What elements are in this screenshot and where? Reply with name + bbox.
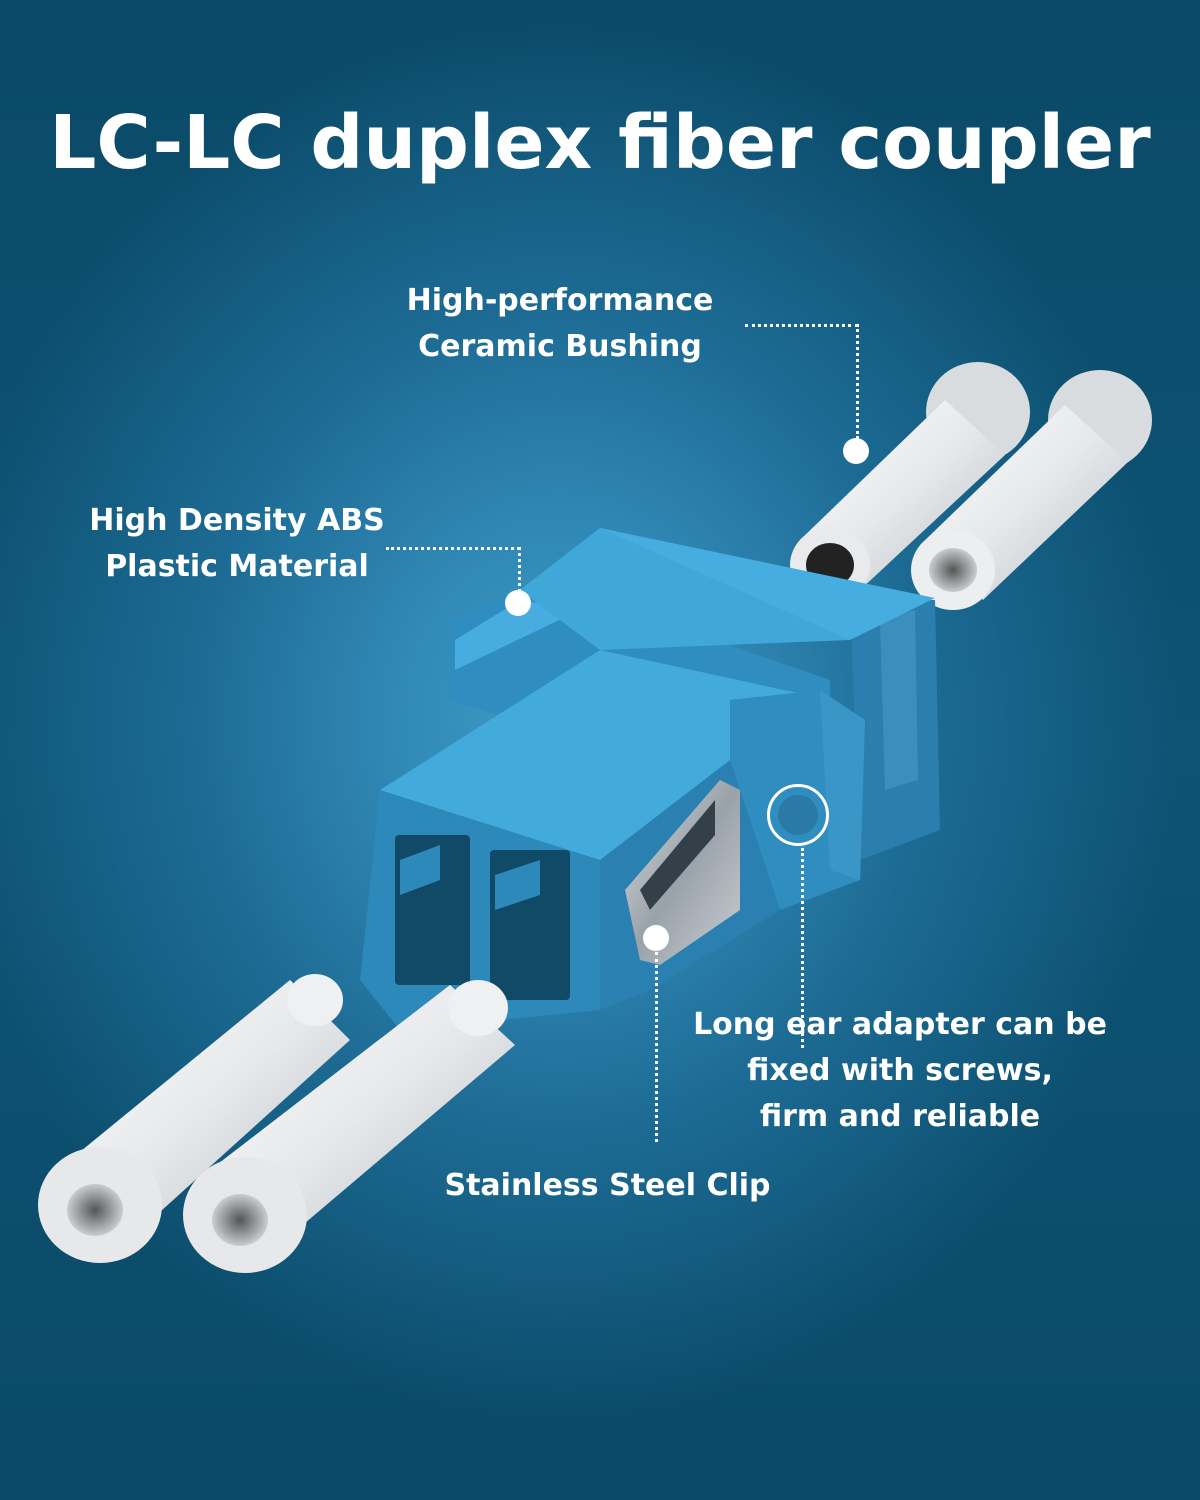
callout-steel-clip-text: Stainless Steel Clip: [444, 1168, 771, 1203]
leader-line-long-ear: [801, 848, 804, 1048]
callout-dot-ceramic: [843, 438, 869, 464]
callout-long-ear: Long ear adapter can be fixed with screw…: [690, 1002, 1110, 1140]
callout-abs-line-2: Plastic Material: [105, 549, 369, 584]
bushing-bottom-right: [183, 980, 515, 1273]
callout-abs-line-1: High Density ABS: [89, 503, 385, 538]
coupler-body: [360, 528, 940, 1030]
leader-line-ceramic-h: [745, 324, 858, 327]
screw-hole-highlight-ring: [767, 784, 829, 846]
leader-line-abs-h: [386, 547, 520, 550]
callout-long-ear-line-3: firm and reliable: [759, 1099, 1041, 1134]
leader-line-ceramic-v: [856, 324, 859, 439]
bushing-bottom-left: [38, 974, 350, 1263]
callout-steel-clip: Stainless Steel Clip: [440, 1163, 775, 1209]
page-title: LC-LC duplex fiber coupler: [49, 100, 1151, 186]
callout-ceramic-bushing: High-performance Ceramic Bushing: [400, 278, 720, 370]
leader-line-steel-clip: [655, 952, 658, 1142]
leader-line-abs-v: [518, 547, 521, 592]
callout-abs-plastic: High Density ABS Plastic Material: [82, 498, 392, 590]
callout-dot-steel-clip: [643, 925, 669, 951]
callout-long-ear-line-2: fixed with screws,: [747, 1053, 1053, 1088]
callout-dot-abs: [505, 590, 531, 616]
callout-ceramic-bushing-line-1: High-performance: [406, 283, 714, 318]
callout-long-ear-line-1: Long ear adapter can be: [693, 1007, 1107, 1042]
callout-ceramic-bushing-line-2: Ceramic Bushing: [418, 329, 702, 364]
bushing-top-right: [911, 370, 1152, 610]
